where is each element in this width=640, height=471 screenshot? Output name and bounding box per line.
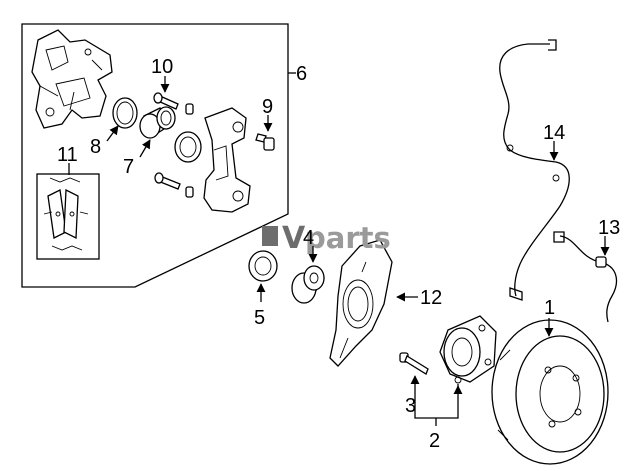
dust-shield xyxy=(329,239,393,367)
piston-boot xyxy=(174,131,202,163)
caliper-bolt xyxy=(255,133,275,151)
brake-hose xyxy=(553,231,618,323)
guide-pin-upper xyxy=(153,92,194,115)
caliper-kit-box xyxy=(21,23,289,288)
callout-14: 14 xyxy=(543,122,565,144)
wheel-bearing xyxy=(291,265,325,304)
callout-7: 7 xyxy=(123,156,134,178)
caliper-piston xyxy=(139,106,176,139)
callout-3: 3 xyxy=(405,395,416,417)
piston-seal xyxy=(112,97,138,129)
leader-lines xyxy=(68,72,610,426)
abs-sensor-wire xyxy=(499,39,570,301)
wheel-stud xyxy=(399,352,429,375)
callout-12: 12 xyxy=(420,287,442,309)
pad-kit-box xyxy=(36,173,100,260)
guide-pin-lower xyxy=(154,172,194,198)
callout-5: 5 xyxy=(254,307,265,329)
watermark-suffix: parts xyxy=(305,221,391,255)
hub-seal xyxy=(248,250,278,282)
brake-pads xyxy=(43,177,89,251)
watermark-prefix: V xyxy=(282,221,306,256)
callout-11: 11 xyxy=(57,144,78,166)
callout-9: 9 xyxy=(262,96,273,118)
caliper-housing xyxy=(31,29,113,129)
callout-10: 10 xyxy=(151,56,173,78)
callout-1: 1 xyxy=(544,297,555,319)
callout-4: 4 xyxy=(303,227,314,249)
callout-6: 6 xyxy=(296,63,307,85)
callout-2: 2 xyxy=(429,430,440,452)
vparts-watermark-logo: V parts xyxy=(262,221,391,256)
wheel-hub xyxy=(439,315,497,384)
callout-8: 8 xyxy=(90,136,101,158)
brake-rotor xyxy=(491,319,609,465)
caliper-bracket xyxy=(203,107,251,213)
callout-13: 13 xyxy=(598,217,620,239)
